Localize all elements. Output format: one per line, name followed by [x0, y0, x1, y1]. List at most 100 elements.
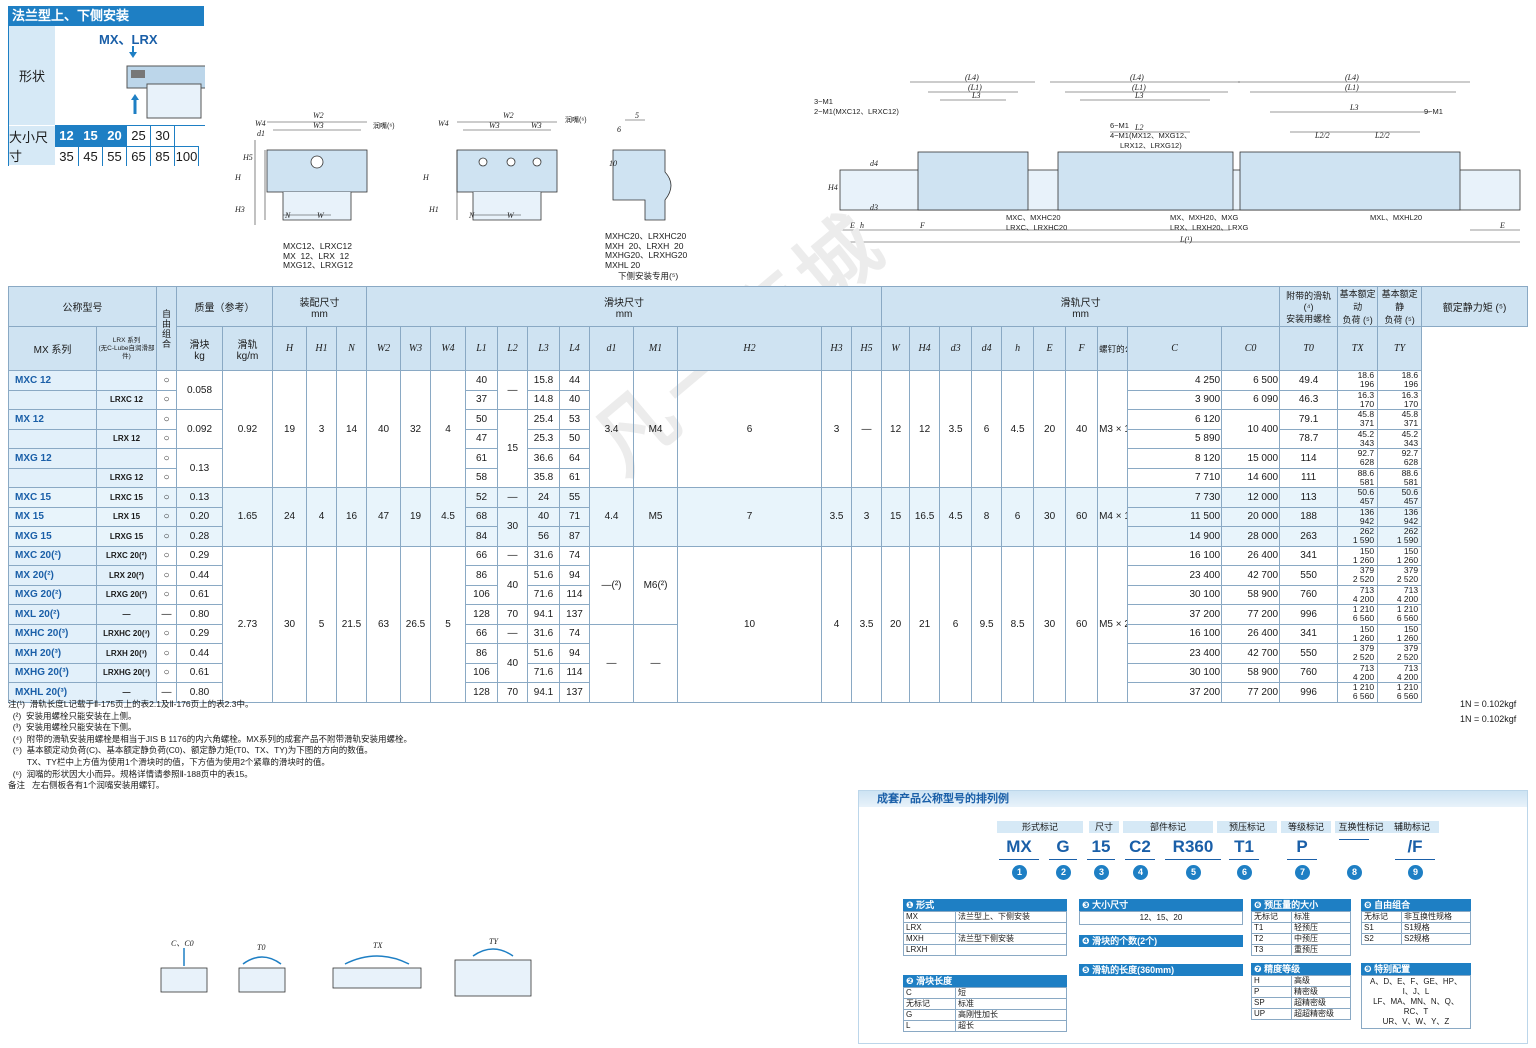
cell-l4: 61 [559, 467, 591, 488]
moment-value: 371 [1403, 418, 1419, 429]
spec-header: ❻ 预压量的大小 [1251, 899, 1351, 911]
cell-l2: 70 [497, 682, 529, 703]
code-label: 互换性标记 [1335, 821, 1387, 833]
cell-l1: 86 [465, 643, 499, 664]
cell-l4: 114 [559, 662, 591, 683]
th-C: 基本额定动 负荷 (⁵) [1337, 286, 1379, 327]
cell-t0: 341 [1279, 545, 1339, 566]
cell-c: 8 120 [1127, 448, 1223, 469]
cell-n: 16 [335, 487, 368, 547]
svg-text:H: H [422, 173, 430, 182]
code-number: 9 [1408, 865, 1423, 880]
spec-cell: 精密级 [1291, 986, 1351, 998]
shape-model: MX、LRX [99, 32, 158, 47]
cell-l1: 52 [465, 487, 499, 508]
cell-lrx-model: LRXHC 20(³) [96, 623, 157, 644]
size-20: 20 [103, 126, 127, 146]
moment-value: 170 [1403, 398, 1419, 409]
moment-value: 262 [1403, 526, 1419, 537]
size-85: 85 [151, 146, 175, 166]
th-col-tx: TX [1337, 326, 1379, 371]
unit-note-2: 1N = 0.102kgf [1460, 714, 1517, 724]
svg-text:H5: H5 [242, 153, 253, 162]
svg-text:MXL、MXHL20: MXL、MXHL20 [1370, 213, 1422, 222]
code-part: C2 [1125, 837, 1155, 860]
cell-c: 37 200 [1127, 682, 1223, 703]
cell-h1: 4 [306, 487, 337, 547]
cell-c0: 20 000 [1221, 506, 1281, 527]
svg-text:E: E [849, 221, 855, 230]
spec-cell: 标准 [1291, 911, 1351, 923]
cell-lrx-model: LRXC 20(²) [96, 545, 157, 566]
th-self-combo: 自由组合 [156, 286, 177, 371]
size-35: 35 [55, 146, 79, 166]
size-65: 65 [127, 146, 151, 166]
cell-c: 16 100 [1127, 545, 1223, 566]
shape-title: 法兰型上、下侧安装 [8, 6, 204, 26]
cell-l3: 94.1 [527, 682, 561, 703]
moment-value: 45.8 [1357, 409, 1375, 420]
svg-text:2−M1(MXC12、LRXC12): 2−M1(MXC12、LRXC12) [814, 107, 899, 116]
spec-cell: S1 [1361, 922, 1402, 934]
cell-t0: 49.4 [1279, 370, 1339, 391]
cell-lrx-model [96, 448, 157, 469]
cell-slider-mass: 0.20 [176, 506, 223, 527]
cell-lrx-model: — [96, 604, 157, 625]
cell-bolt: M4 × 16 [1097, 487, 1129, 547]
cell-mx-model [8, 467, 97, 488]
spec-cell: UP [1251, 1008, 1292, 1020]
cell-h: 24 [272, 487, 307, 547]
spec-header: ❹ 滑块的个数(2个) [1079, 935, 1243, 947]
cell-d4: 9.5 [971, 545, 1003, 703]
cell-c: 16 100 [1127, 623, 1223, 644]
cell-t0: 996 [1279, 682, 1339, 703]
cell-h: 6 [1001, 487, 1035, 547]
code-number: 5 [1186, 865, 1201, 880]
svg-text:6−M1: 6−M1 [1110, 121, 1129, 130]
cell-w2: 63 [366, 545, 402, 703]
cell-lrx-model: LRX 12 [96, 428, 157, 449]
moment-value: 379 [1403, 565, 1419, 576]
spec-cell: H [1251, 975, 1292, 987]
spec-cell: SP [1251, 997, 1292, 1009]
cell-c0: 10 400 [1221, 409, 1281, 449]
spec-cell: 法兰型下侧安装 [955, 933, 1067, 945]
cell-n: 14 [335, 370, 368, 488]
moment-value: 2 520 [1396, 574, 1419, 585]
moment-value: 150 [1359, 546, 1375, 556]
moment-value: 2 520 [1352, 652, 1375, 663]
svg-text:W4: W4 [255, 119, 266, 128]
cell-w2: 47 [366, 487, 402, 547]
shape-figure: MX、LRX [55, 26, 205, 126]
th-col-w: W [881, 326, 911, 371]
cell-mx-model: MXG 15 [8, 526, 97, 547]
cell-d1: —(²) [589, 545, 635, 625]
cell-mx-model: MXHC 20(³) [8, 623, 97, 644]
th-rail: 滑轨尺寸 mm [881, 286, 1281, 327]
cell-t0: 760 [1279, 662, 1339, 683]
moment-value: 379 [1359, 565, 1375, 576]
th-col-h1: H1 [306, 326, 337, 371]
cell-l3: 71.6 [527, 662, 561, 683]
cell-slider-mass: 0.80 [176, 682, 223, 703]
moment-value: 150 [1403, 546, 1419, 556]
code-label: 尺寸 [1089, 821, 1119, 833]
cell-l4: 53 [559, 409, 591, 430]
cell-l1: 128 [465, 604, 499, 625]
spec-cell: 标准 [955, 998, 1067, 1010]
cell-l3: 25.3 [527, 428, 561, 449]
moment-diagrams: C、C0 T0 TX TY [160, 938, 532, 997]
code-number: 8 [1347, 865, 1362, 880]
th-col-ty: TY [1377, 326, 1423, 371]
cell-slider-mass: 0.28 [176, 526, 223, 547]
